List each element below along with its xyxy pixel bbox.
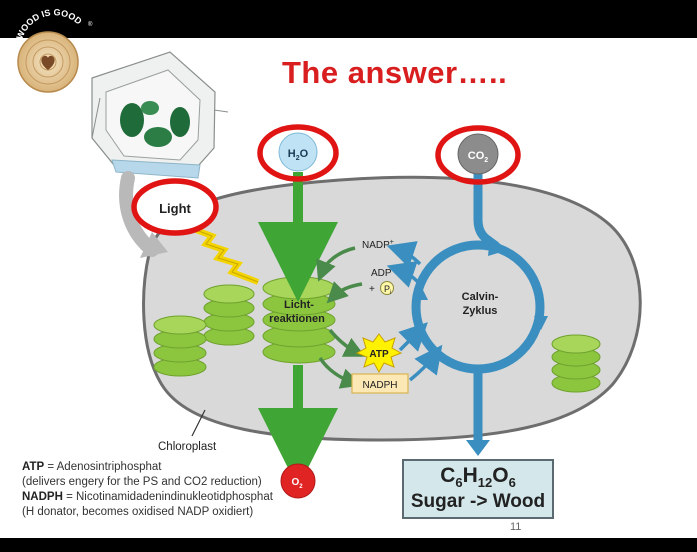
leaf-cell-illustration <box>91 51 229 179</box>
atp-label: ATP <box>369 349 389 360</box>
calvin-to-adp-arrow <box>386 261 420 288</box>
calvin-to-nadp-arrow <box>386 241 422 268</box>
light-reactions-label-line2: reaktionen <box>269 313 325 325</box>
page-number: 11 <box>510 521 522 533</box>
co2-label: CO2 <box>468 150 489 164</box>
nadph-box <box>351 373 409 394</box>
atp-arrow <box>328 328 366 357</box>
adp-arrow <box>326 281 363 304</box>
glucose-formula: C6H12O6 <box>440 464 516 491</box>
chloroplast-pointer <box>191 409 206 437</box>
legend-nadph-note: (H donator, becomes oxidised NADP oxidie… <box>22 506 254 518</box>
nadp-label: NADP+ <box>362 239 394 251</box>
co2-node <box>457 133 499 175</box>
result-box: C6H12O6 Sugar -> Wood <box>402 459 554 519</box>
granum-left-bottom <box>153 315 207 377</box>
legend-nadph: NADPH = Nicotinamidadenindinukleotidphos… <box>22 491 273 503</box>
pi-circle <box>380 281 394 295</box>
svg-text:®: ® <box>88 21 93 28</box>
atp-to-calvin-arrow <box>398 322 428 352</box>
pi-label: Pi <box>384 284 391 296</box>
nadph-arrow <box>318 356 362 389</box>
sugar-to-wood-text: Sugar -> Wood <box>410 491 546 513</box>
nadp-arrow <box>316 246 356 282</box>
granum-right <box>551 334 601 393</box>
zoom-arrow <box>119 171 159 257</box>
water-label: H2O <box>288 148 309 162</box>
atp-star <box>355 333 403 374</box>
calvin-label-line2: Zyklus <box>463 305 498 317</box>
oxygen-node <box>280 463 316 499</box>
light-reactions-label-line1: Licht- <box>284 299 314 311</box>
adp-label: ADP <box>371 268 392 279</box>
plus-label: + <box>369 284 375 295</box>
oxygen-label: O2 <box>291 477 303 490</box>
legend-atp-note: (delivers engery for the PS and CO2 redu… <box>22 476 262 488</box>
calvin-label-line1: Calvin- <box>462 291 499 303</box>
abbreviation-legend: ATP = Adenosintriphosphat (delivers enge… <box>22 460 273 520</box>
heart-icon <box>41 55 55 70</box>
water-highlight-ring <box>257 124 339 182</box>
co2-highlight-ring <box>435 125 521 185</box>
light-highlight-ring <box>131 178 219 236</box>
chloroplast-label: Chloroplast <box>158 441 217 453</box>
nadph-label: NADPH <box>362 380 397 391</box>
slide-title: The answer….. <box>282 55 508 90</box>
wood-is-good-logo: WOOD IS GOOD ® <box>14 7 93 93</box>
water-node <box>278 132 318 172</box>
light-label: Light <box>159 201 191 216</box>
cycle-arrow-right <box>534 316 548 330</box>
nadph-to-calvin-arrow <box>408 344 443 382</box>
cycle-arrow-left <box>414 286 428 300</box>
legend-atp: ATP = Adenosintriphosphat <box>22 461 162 473</box>
